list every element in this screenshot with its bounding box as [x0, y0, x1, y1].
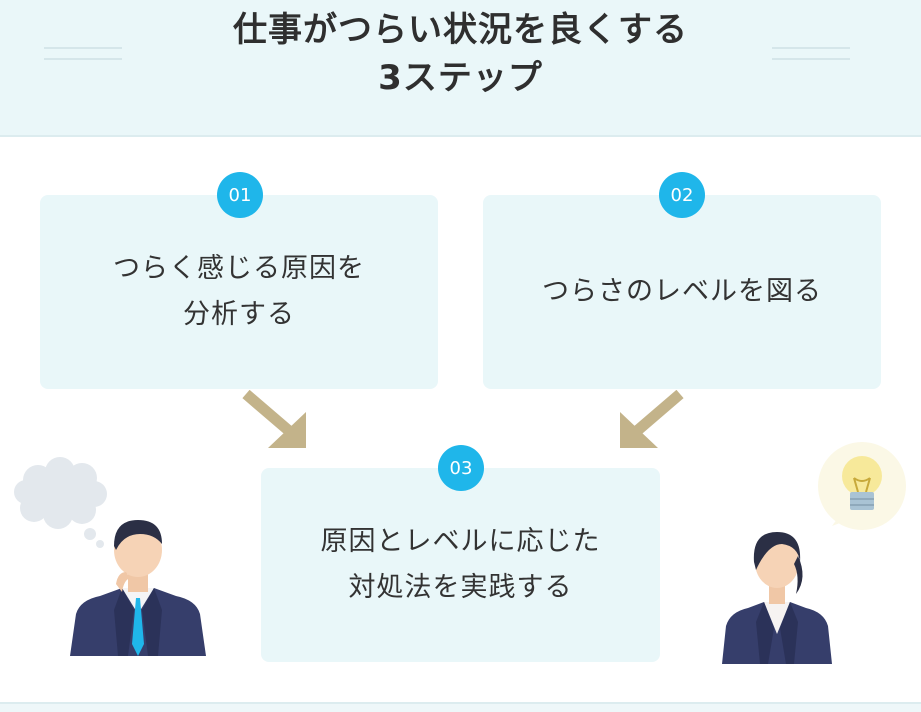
step-badge-3: 03: [438, 445, 484, 491]
header-decoration-left: [44, 47, 122, 69]
step-text-2: つらさのレベルを図る: [542, 276, 822, 307]
woman-avatar: [722, 532, 832, 664]
step-text-3: 原因とレベルに応じた 対処法を実践する: [320, 526, 601, 603]
thought-cloud-icon: [14, 457, 107, 548]
footer-divider: [0, 702, 921, 712]
title-line-2: 3ステップ: [378, 58, 543, 98]
lightbulb-icon: [818, 442, 906, 530]
page-title: 仕事がつらい状況を良くする 3ステップ: [0, 6, 921, 102]
title-line-1: 仕事がつらい状況を良くする: [233, 10, 688, 50]
step-badge-1: 01: [217, 172, 263, 218]
header-decoration-right: [772, 47, 850, 69]
step-card-3: 原因とレベルに応じた 対処法を実践する: [261, 468, 660, 662]
header: 仕事がつらい状況を良くする 3ステップ: [0, 0, 921, 137]
arrow-down-right-icon: [242, 390, 306, 448]
man-avatar: [70, 520, 206, 656]
step-card-2: つらさのレベルを図る: [483, 195, 881, 389]
step-text-1: つらく感じる原因を 分析する: [113, 253, 365, 330]
step-card-1: つらく感じる原因を 分析する: [40, 195, 438, 389]
arrow-down-left-icon: [620, 390, 684, 448]
step-badge-2: 02: [659, 172, 705, 218]
